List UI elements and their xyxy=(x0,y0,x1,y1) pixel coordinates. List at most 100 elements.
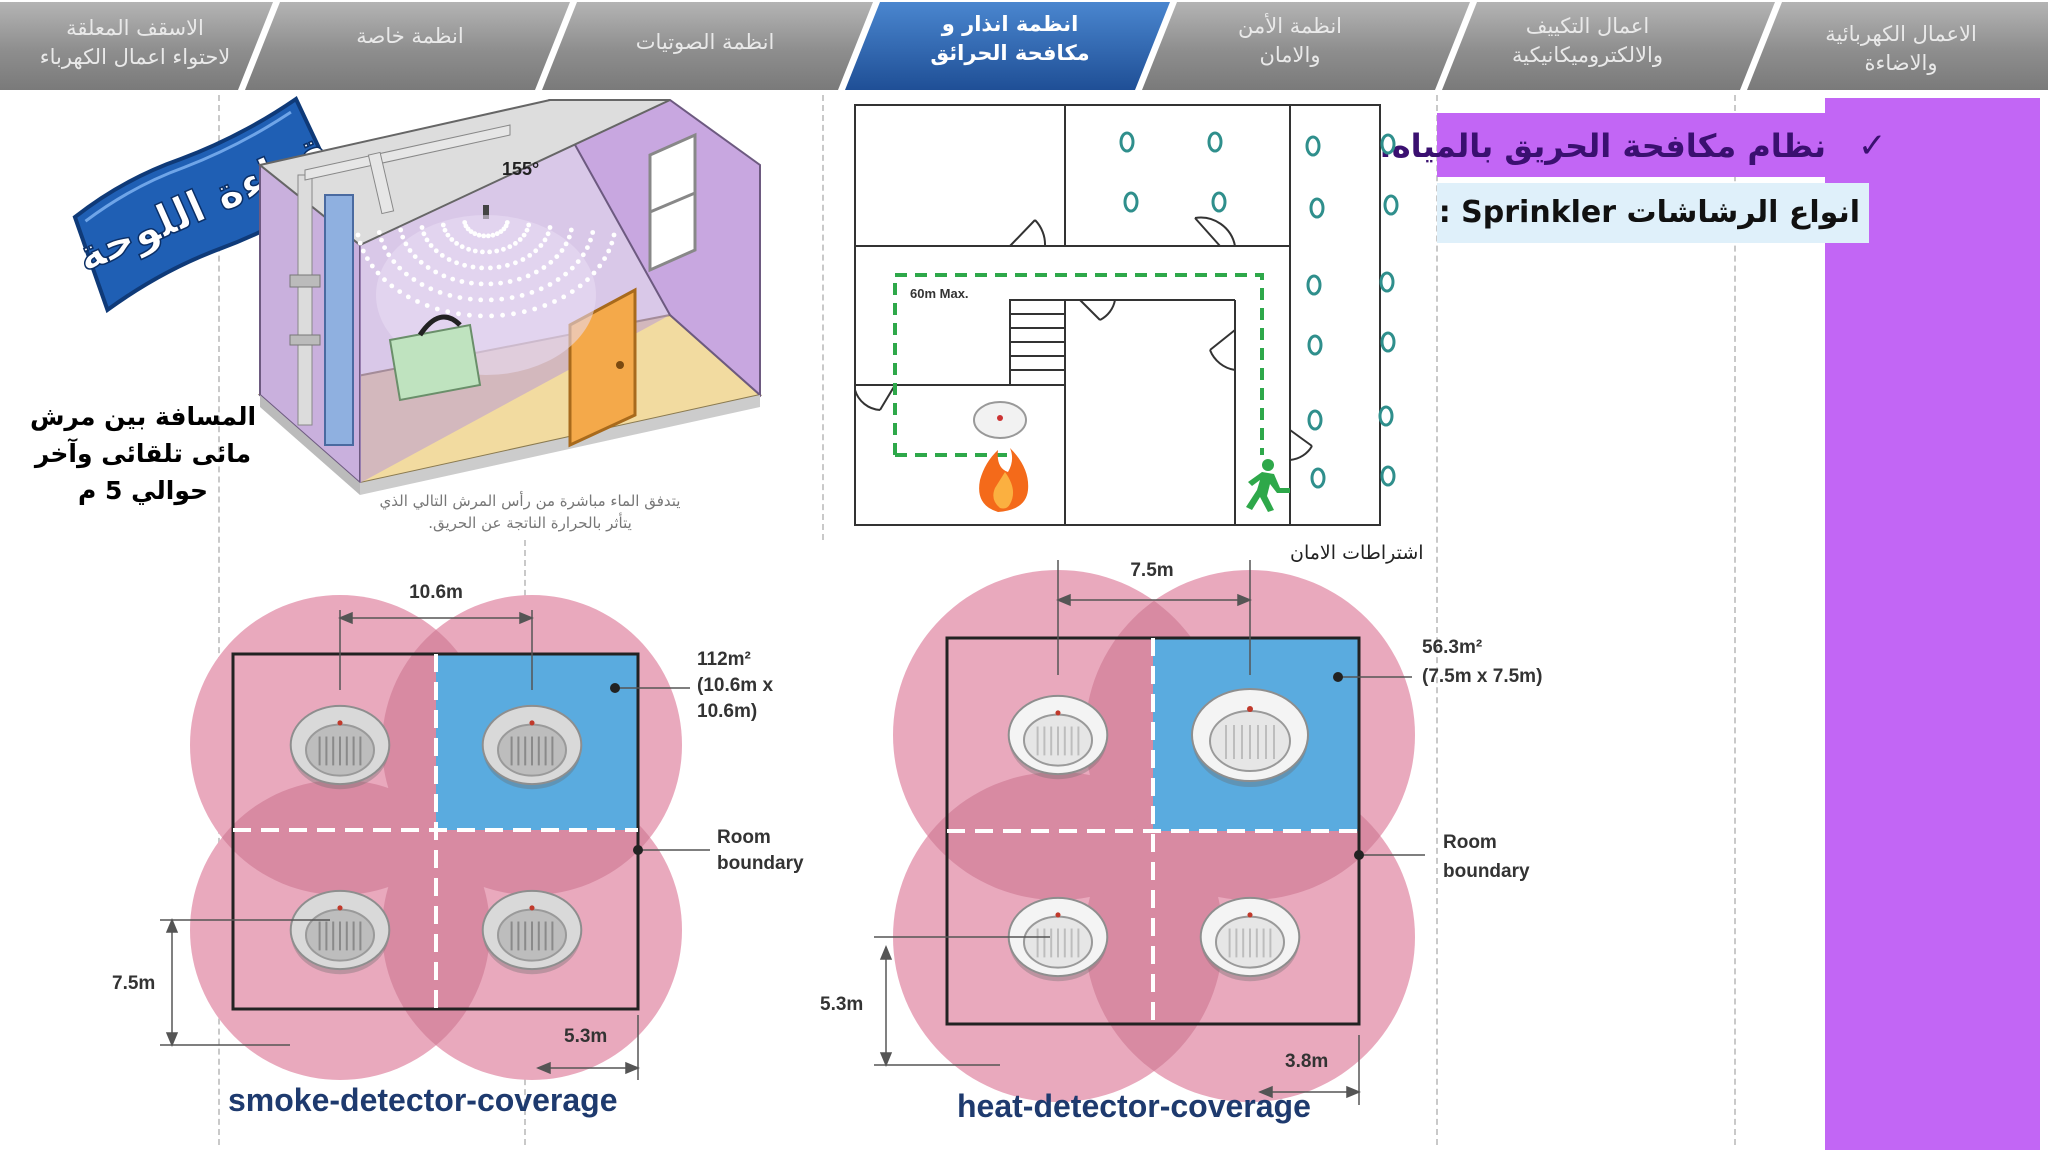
emergency-exit-icon xyxy=(1246,459,1290,512)
spray-droplet xyxy=(400,234,406,240)
spray-droplet xyxy=(411,277,417,282)
spray-droplet xyxy=(467,312,472,318)
check-icon: ✓ xyxy=(1858,126,1887,166)
route-distance-label: 60m Max. xyxy=(910,286,969,301)
plan-sprinkler-marker xyxy=(1211,191,1227,213)
spray-droplet xyxy=(548,259,554,265)
smoke-detector-coverage-diagram: 10.6m 112m² (10.6m x 10.6m) Room boundar… xyxy=(112,582,804,1080)
guide-line xyxy=(218,95,220,1145)
spray-droplet xyxy=(472,231,478,237)
spray-droplet xyxy=(445,309,451,315)
spray-droplet xyxy=(499,296,505,302)
tab-hvac-works[interactable] xyxy=(1442,2,1775,90)
spray-droplet xyxy=(498,229,504,235)
spray-droplet xyxy=(488,265,493,271)
tab-electrical-works[interactable] xyxy=(1747,2,2048,90)
spray-droplet xyxy=(391,259,397,264)
spray-droplet xyxy=(466,246,471,252)
spray-droplet xyxy=(365,256,370,261)
spray-pattern xyxy=(355,220,617,319)
spray-droplet xyxy=(580,252,586,258)
section-subheading: انواع الرشاشات Sprinkler : xyxy=(1438,195,1860,230)
spray-droplet xyxy=(575,259,581,264)
spray-droplet xyxy=(538,243,544,248)
spray-droplet xyxy=(445,232,451,238)
spray-droplet xyxy=(478,297,484,303)
sprinkler-spacing-note: المسافة بين مرش مائى تلقائى وآخر حوالي 5… xyxy=(29,402,257,505)
tab-sound-systems[interactable] xyxy=(542,2,873,90)
spray-droplet xyxy=(547,225,553,230)
spray-droplet xyxy=(405,294,411,300)
spray-droplet xyxy=(590,230,596,235)
spray-droplet xyxy=(439,253,445,258)
heading-box xyxy=(1437,113,1834,177)
spray-droplet xyxy=(389,283,395,289)
smoke-wall-distance-label: 5.3m xyxy=(564,1026,607,1047)
spray-droplet xyxy=(513,260,518,266)
detector-icon xyxy=(1199,896,1301,982)
spray-droplet xyxy=(588,237,593,243)
detector-icon xyxy=(1191,688,1309,787)
spray-droplet xyxy=(532,306,538,312)
spray-droplet xyxy=(555,277,561,282)
spray-droplet xyxy=(520,257,526,262)
spray-droplet xyxy=(462,220,468,225)
subheading-box xyxy=(1437,183,1869,243)
detector-icon xyxy=(1007,896,1109,982)
spray-droplet xyxy=(489,313,494,319)
evacuation-floor-plan: 60m Max. xyxy=(854,104,1399,526)
heat-radius-label: 5.3m xyxy=(820,994,863,1015)
spray-droplet xyxy=(418,259,424,265)
spray-droplet xyxy=(511,311,516,317)
spray-droplet xyxy=(476,232,482,238)
spray-droplet xyxy=(585,245,590,251)
coverage-overlap xyxy=(190,780,490,895)
smoke-area-dims: (10.6m x xyxy=(697,675,773,696)
spray-droplet xyxy=(485,233,491,239)
spray-droplet xyxy=(569,265,575,271)
spray-droplet xyxy=(441,273,447,279)
spray-droplet xyxy=(421,231,427,237)
tab-sound-label: انظمة الصوتيات xyxy=(635,30,775,54)
plan-sprinkler-markers xyxy=(1119,131,1399,489)
spray-droplet xyxy=(507,244,513,250)
heat-boundary-label: boundary xyxy=(1443,861,1530,882)
spray-droplet xyxy=(563,241,569,247)
heat-area-dims: (7.5m x 7.5m) xyxy=(1422,666,1542,687)
plan-sprinkler-marker xyxy=(1380,133,1396,155)
spray-droplet xyxy=(566,234,572,240)
spray-droplet xyxy=(529,290,535,295)
tab-security-systems[interactable] xyxy=(1142,2,1470,90)
guide-line xyxy=(1734,95,1736,1145)
tab-fire-alarm-systems[interactable] xyxy=(845,2,1170,90)
plan-sprinkler-marker xyxy=(1306,274,1322,296)
spray-droplet xyxy=(454,260,459,266)
spray-droplet xyxy=(509,295,515,300)
spray-droplet xyxy=(507,279,513,284)
heat-wall-distance-label: 3.8m xyxy=(1285,1051,1328,1072)
spray-droplet xyxy=(375,270,381,276)
spray-droplet xyxy=(469,280,474,286)
tab-special-systems[interactable] xyxy=(245,2,570,90)
plan-sprinkler-marker xyxy=(1119,131,1135,153)
smoke-spacing-label: 10.6m xyxy=(409,582,463,603)
spray-droplet xyxy=(554,254,560,259)
spray-droplet xyxy=(428,286,434,292)
fire-icon xyxy=(979,448,1029,512)
spray-droplet xyxy=(470,264,476,270)
plan-sprinkler-marker xyxy=(1309,197,1325,219)
spray-droplet xyxy=(547,282,553,287)
spray-droplet xyxy=(527,253,533,258)
spray-droplet xyxy=(609,240,615,246)
detector-icon xyxy=(289,704,391,790)
heat-diagram-caption: heat-detector-coverage xyxy=(957,1088,1311,1124)
tab-suspended-ceilings[interactable] xyxy=(0,2,273,90)
spray-droplet xyxy=(577,283,583,289)
tab-special-label: انظمة خاصة xyxy=(356,24,464,48)
spray-droplet xyxy=(419,282,425,287)
spray-droplet xyxy=(569,289,575,294)
spray-droplet xyxy=(437,290,443,295)
spray-droplet xyxy=(533,248,539,254)
spray-droplet xyxy=(360,248,366,254)
spray-droplet xyxy=(488,281,494,287)
